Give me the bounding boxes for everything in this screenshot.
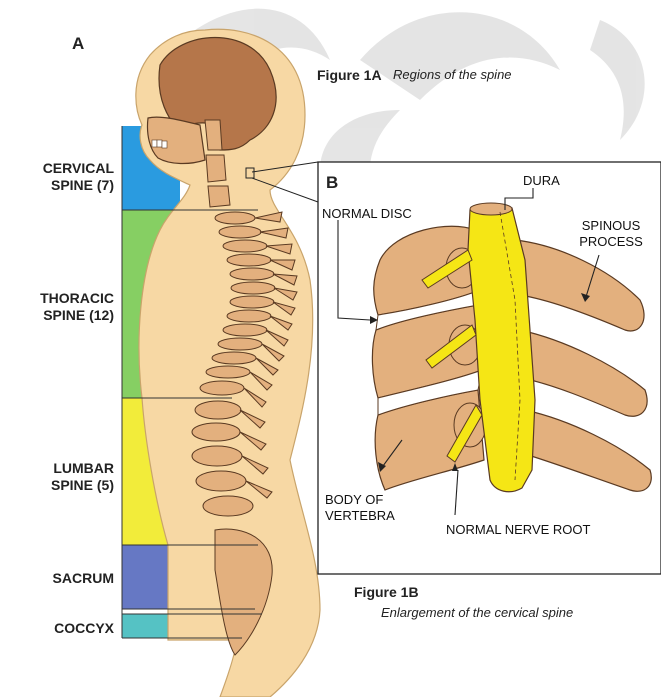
lumbar-spine-label: LUMBAR SPINE (5) — [28, 460, 114, 494]
coccyx-region-bar — [122, 614, 168, 638]
teeth — [152, 140, 167, 148]
figure-1b-label: Figure 1B — [354, 584, 419, 600]
figure-1a-caption: Regions of the spine — [393, 67, 512, 82]
sacrum-region-bar — [122, 545, 168, 609]
coccyx-label: COCCYX — [28, 620, 114, 637]
body-of-vertebra-label: BODY OF VERTEBRA — [325, 492, 395, 524]
thoracic-spine-label: THORACIC SPINE (12) — [10, 290, 114, 324]
cervical-spine-label: CERVICAL SPINE (7) — [28, 160, 114, 194]
figure-1a-label: Figure 1A — [317, 67, 382, 83]
panel-b-letter: B — [326, 173, 338, 193]
figure-1b-caption: Enlargement of the cervical spine — [381, 605, 573, 620]
sacrum-label: SACRUM — [28, 570, 114, 587]
normal-nerve-root-label: NORMAL NERVE ROOT — [446, 522, 590, 538]
panel-a-letter: A — [72, 34, 84, 54]
normal-disc-label: NORMAL DISC — [322, 206, 412, 222]
dura-top — [470, 203, 512, 215]
spinous-process-label: SPINOUS PROCESS — [566, 218, 656, 250]
dura-label: DURA — [523, 173, 560, 189]
